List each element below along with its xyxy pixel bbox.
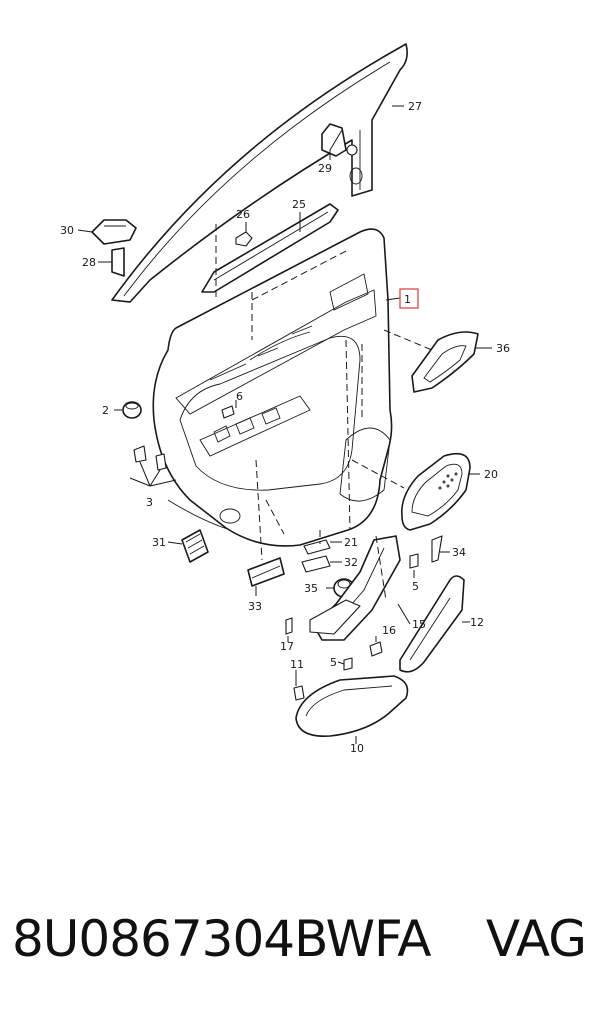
speaker-perforation-pattern (438, 472, 458, 490)
callout-20[interactable]: 20 (484, 468, 498, 481)
part-11-screw[interactable] (293, 685, 305, 701)
callout-3[interactable]: 3 (146, 496, 153, 509)
part-number-label: 8U0867304BWFA (12, 910, 431, 968)
callout-25[interactable]: 25 (292, 198, 306, 211)
part-33-lamp-housing[interactable] (247, 557, 285, 587)
callout-12[interactable]: 12 (470, 616, 484, 629)
callout-5-lower[interactable]: 5 (330, 656, 337, 669)
part-30-bracket[interactable] (91, 219, 137, 245)
part-16-clip[interactable] (369, 641, 383, 657)
callout-16[interactable]: 16 (382, 624, 396, 637)
callout-10[interactable]: 10 (350, 742, 364, 755)
callout-29[interactable]: 29 (318, 162, 332, 175)
part-20-speaker-grille[interactable] (401, 452, 471, 531)
callout-34[interactable]: 34 (452, 546, 466, 559)
highlight-box-part-1 (399, 288, 419, 309)
callout-26[interactable]: 26 (236, 208, 250, 221)
part-29-clip[interactable] (321, 123, 358, 157)
callout-33[interactable]: 33 (248, 600, 262, 613)
part-5-screw-lower[interactable] (343, 657, 353, 671)
callout-21[interactable]: 21 (344, 536, 358, 549)
callout-11[interactable]: 11 (290, 658, 304, 671)
callout-1[interactable]: 1 (404, 293, 411, 306)
part-10-armrest-pad[interactable] (295, 675, 409, 737)
exploded-parts-diagram: 1 2 3 5 5 6 10 11 12 15 16 17 20 21 25 2… (60, 43, 510, 755)
part-2-round-clip[interactable] (122, 401, 142, 419)
part-12-pull-handle-cover[interactable] (399, 575, 465, 673)
footer: 8U0867304BWFA VAG (0, 880, 600, 990)
callout-leader-lines (77, 105, 492, 744)
part-28-triangle-cover[interactable] (111, 247, 125, 277)
brand-label: VAG (485, 910, 587, 968)
part-25-upper-trim-strip[interactable] (201, 203, 339, 293)
part-34-bracket[interactable] (431, 535, 443, 563)
callout-15[interactable]: 15 (412, 618, 426, 631)
callout-17[interactable]: 17 (280, 640, 294, 653)
part-6-screw[interactable] (221, 405, 235, 419)
part-26-clip[interactable] (235, 231, 253, 247)
part-5-screw-upper[interactable] (409, 553, 419, 569)
part-31-switch[interactable] (181, 529, 209, 563)
part-17-screw[interactable] (285, 617, 293, 635)
callout-31[interactable]: 31 (152, 536, 166, 549)
callout-2[interactable]: 2 (102, 404, 109, 417)
part-3-clips[interactable] (133, 445, 167, 471)
part-27-window-frame-trim[interactable] (111, 43, 408, 303)
part-36-door-handle[interactable] (411, 331, 479, 393)
callout-35[interactable]: 35 (304, 582, 318, 595)
callout-labels: 1 2 3 5 5 6 10 11 12 15 16 17 20 21 25 2… (60, 100, 510, 755)
part-21-pad[interactable] (303, 539, 331, 555)
part-32-pad[interactable] (301, 555, 331, 573)
callout-5-upper[interactable]: 5 (412, 580, 419, 593)
callout-30[interactable]: 30 (60, 224, 74, 237)
callout-6[interactable]: 6 (236, 390, 243, 403)
part-15-armrest-frame[interactable] (309, 535, 401, 641)
part-1-door-trim-panel[interactable] (152, 228, 393, 547)
callout-28[interactable]: 28 (82, 256, 96, 269)
assembly-dashed-lines (215, 224, 433, 601)
callout-27[interactable]: 27 (408, 100, 422, 113)
callout-36[interactable]: 36 (496, 342, 510, 355)
callout-32[interactable]: 32 (344, 556, 358, 569)
